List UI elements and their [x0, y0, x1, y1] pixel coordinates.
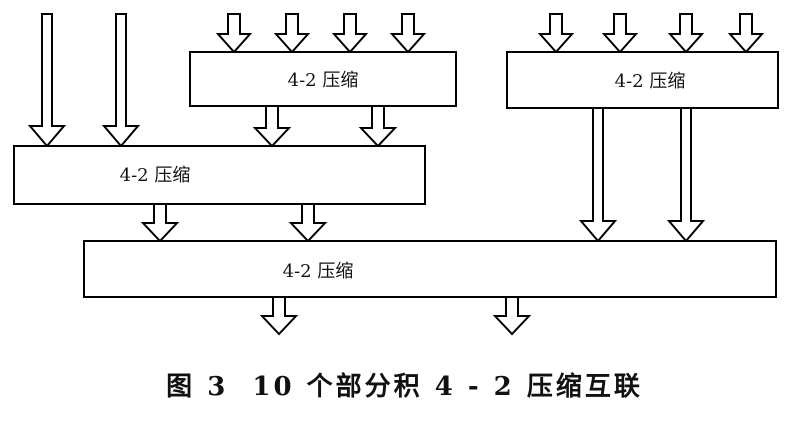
input-arrow-short	[601, 13, 639, 54]
arrows-layer	[27, 13, 765, 336]
input-arrow-short	[389, 13, 427, 54]
compressor-label: 4-2 压缩	[288, 70, 359, 91]
connector-arrow	[252, 105, 292, 148]
input-arrow-short	[727, 13, 765, 54]
connector-arrow	[358, 105, 398, 148]
input-arrow-short	[537, 13, 575, 54]
compressor-label: 4-2 压缩	[615, 71, 686, 92]
input-arrow-short	[331, 13, 369, 54]
compressor-top-middle: 4-2 压缩	[189, 51, 457, 107]
output-arrow	[492, 296, 532, 336]
input-arrow-short	[215, 13, 253, 54]
input-arrow-short	[273, 13, 311, 54]
compressor-top-right: 4-2 压缩	[506, 51, 779, 109]
input-arrow-short	[667, 13, 705, 54]
compressor-label: 4-2 压缩	[120, 165, 191, 186]
connector-arrow-long	[578, 107, 618, 243]
compressor-bottom: 4-2 压缩	[83, 240, 777, 298]
input-arrow-long	[101, 13, 141, 148]
input-arrow-long	[27, 13, 67, 148]
connector-arrow	[288, 203, 328, 243]
connector-arrow	[140, 203, 180, 243]
figure-caption: 图 3 10 个部分积 4 - 2 压缩互联	[166, 372, 643, 402]
compressor-middle-left: 4-2 压缩	[13, 145, 426, 205]
compressor-label: 4-2 压缩	[283, 261, 354, 282]
connector-arrow-long	[666, 107, 706, 243]
output-arrow	[259, 296, 299, 336]
